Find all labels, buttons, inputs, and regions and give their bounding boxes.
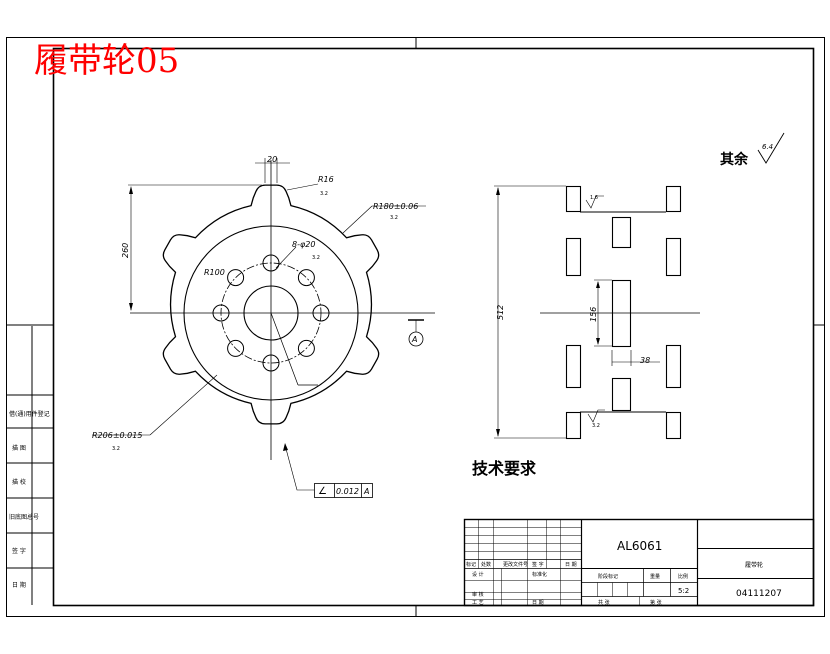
left-label-5: 签 字 xyxy=(12,547,26,555)
rev-header-doc: 更改文件号 xyxy=(503,561,528,568)
rev-header-count: 处数 xyxy=(481,561,491,568)
row-label-date: 日 期 xyxy=(532,600,544,606)
rev-header-date: 日 期 xyxy=(565,562,577,568)
sheet-total: 共 张 xyxy=(598,599,610,606)
left-binding-column: 借(通)用件登记 描 图 描 校 旧底图总号 签 字 日 期 xyxy=(6,326,53,605)
left-label-2: 描 图 xyxy=(12,444,26,452)
general-roughness-label: 其余 xyxy=(720,151,749,168)
dim-hole-circle: R100 xyxy=(204,268,225,277)
roughness-side-top: 1.6 xyxy=(590,195,598,201)
left-label-3: 描 校 xyxy=(12,478,26,486)
general-roughness-note: 其余 6.4 xyxy=(720,132,785,168)
dim-tooth-radius: R16 xyxy=(318,175,334,184)
sheet-frame xyxy=(6,37,825,617)
row-label-process: 工 艺 xyxy=(472,600,484,606)
gdt-symbol: ∠ xyxy=(318,486,327,497)
title-block: 标记 处数 更改文件号 签 字 日 期 设 计 标准化 审 核 工 艺 日 期 … xyxy=(463,518,815,607)
general-roughness-value: 6.4 xyxy=(762,143,773,151)
rev-header-mark: 标记 xyxy=(466,561,476,568)
rev-header-sign: 签 字 xyxy=(532,561,544,568)
dim-total-height: 512 xyxy=(496,305,505,320)
left-label-1: 借(通)用件登记 xyxy=(9,410,50,418)
drawing-number: 04111207 xyxy=(736,589,782,599)
watermark-text: 履带轮05 xyxy=(34,41,179,81)
scale-value: 5:2 xyxy=(678,587,689,595)
weight-header: 重量 xyxy=(650,573,660,580)
tech-requirements-title: 技术要求 xyxy=(472,459,537,478)
sprocket-outline xyxy=(162,184,380,425)
roughness-tooth-radius: 3.2 xyxy=(320,191,328,197)
roughness-outer-radius: 3.2 xyxy=(112,446,120,452)
left-label-4: 旧底图总号 xyxy=(9,513,39,521)
part-name: 履带轮 xyxy=(745,561,763,569)
dim-pitch-radius: R180±0.06 xyxy=(373,202,418,211)
side-view: 512 156 38 1.6 3.2 xyxy=(494,185,700,440)
gdt-datum: A xyxy=(363,487,369,496)
gdt-tolerance: 0.012 xyxy=(336,487,359,496)
material-label: AL6061 xyxy=(617,539,662,553)
dim-top-width: 20 xyxy=(267,155,277,164)
dim-inner-height: 156 xyxy=(589,307,598,322)
row-label-standard: 标准化 xyxy=(532,571,547,578)
stage-header: 阶段标记 xyxy=(598,573,618,580)
dim-slot-width: 38 xyxy=(640,356,650,365)
dim-height: 260 xyxy=(121,243,130,258)
left-label-6: 日 期 xyxy=(12,581,26,589)
datum-label: A xyxy=(411,335,417,344)
sheet-number: 第 张 xyxy=(650,599,662,606)
roughness-side-bottom: 3.2 xyxy=(592,423,600,429)
dim-holes: 8-φ20 xyxy=(292,240,315,249)
roughness-holes: 3.2 xyxy=(312,255,320,261)
roughness-pitch-radius: 3.2 xyxy=(390,215,398,221)
scale-header: 比例 xyxy=(678,573,688,580)
dim-outer-radius: R206±0.015 xyxy=(92,431,142,440)
row-label-design: 设 计 xyxy=(472,571,484,578)
row-label-review: 审 核 xyxy=(472,591,484,598)
front-view: 20 R16 3.2 260 R180±0.06 3.2 8-φ20 3.2 R… xyxy=(92,155,435,498)
